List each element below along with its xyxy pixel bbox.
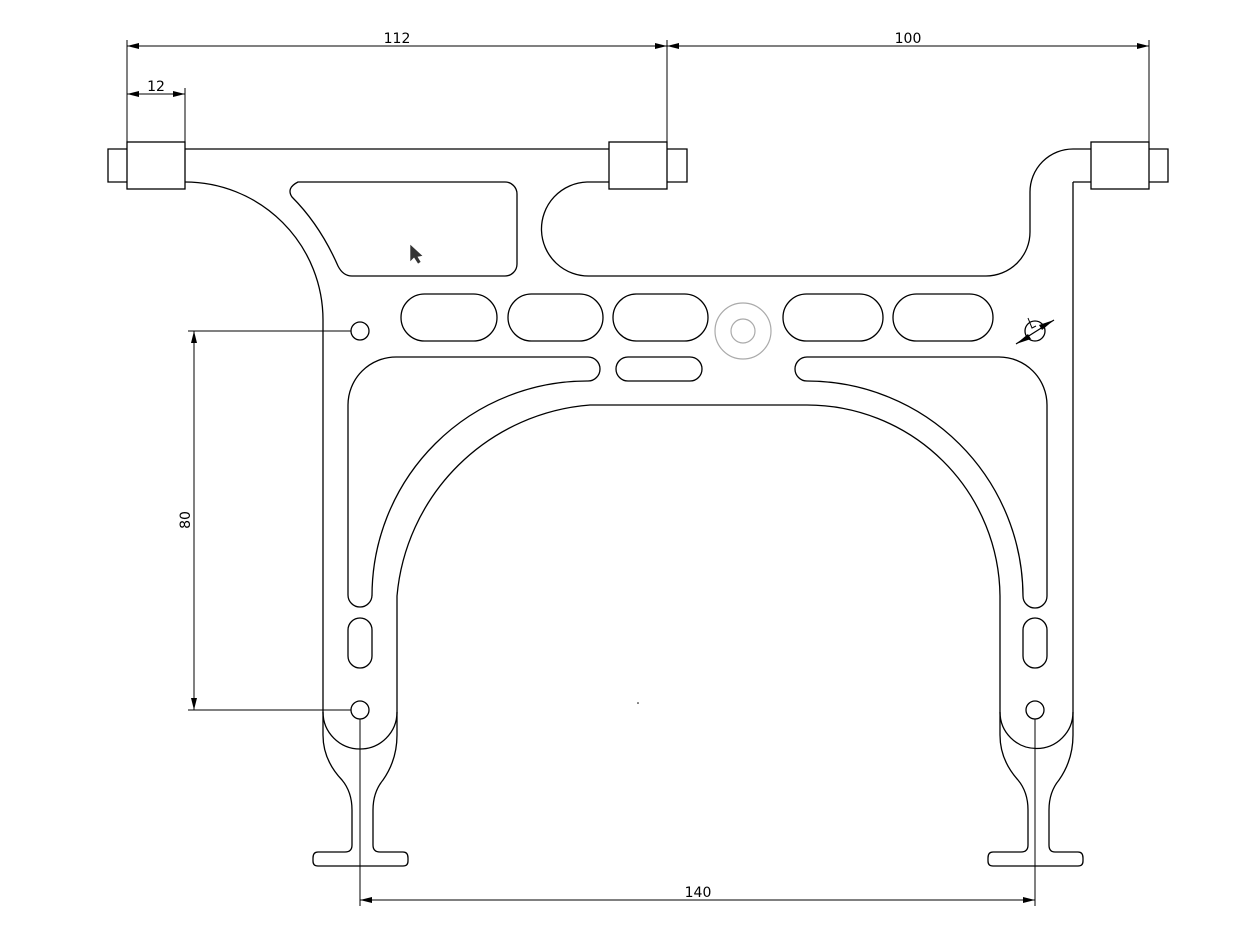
dimension-label-12: 12: [147, 79, 165, 95]
hole-upper-left: [350, 321, 370, 341]
top-right-bar: [540, 148, 1169, 277]
dimension-100: 100: [667, 31, 1150, 142]
top-left-bar: [107, 148, 688, 183]
constraint-icon: [1015, 317, 1055, 345]
origin-point: [637, 702, 639, 704]
hole-upper-right: [1024, 320, 1046, 342]
dimension-12: 12: [127, 79, 186, 142]
mouse-cursor-icon: [409, 243, 424, 265]
dimension-140: 140: [359, 719, 1036, 906]
dimension-label-140: 140: [685, 885, 712, 901]
left-arm-outline: [184, 181, 1084, 867]
mount-block-right: [1090, 141, 1150, 190]
dimension-label-80: 80: [178, 511, 194, 529]
dimension-label-112: 112: [384, 31, 411, 47]
mount-block-left: [126, 141, 186, 190]
dimension-112: 112: [126, 31, 668, 142]
dimension-80: 80: [178, 330, 351, 711]
reference-circle-inner: [730, 318, 756, 344]
reference-circle-outer: [714, 302, 772, 360]
part-outline: [107, 141, 1169, 867]
mount-block-center: [608, 141, 668, 190]
slot-row: [347, 293, 1048, 669]
inner-cutout-right: [794, 356, 1048, 609]
right-foot-arc: [999, 711, 1074, 750]
dimension-label-100: 100: [895, 31, 922, 47]
hole-lower-left: [350, 700, 370, 720]
inner-cutout-left: [347, 356, 601, 608]
hole-lower-right: [1025, 700, 1045, 720]
cutout-top-left: [289, 181, 518, 277]
